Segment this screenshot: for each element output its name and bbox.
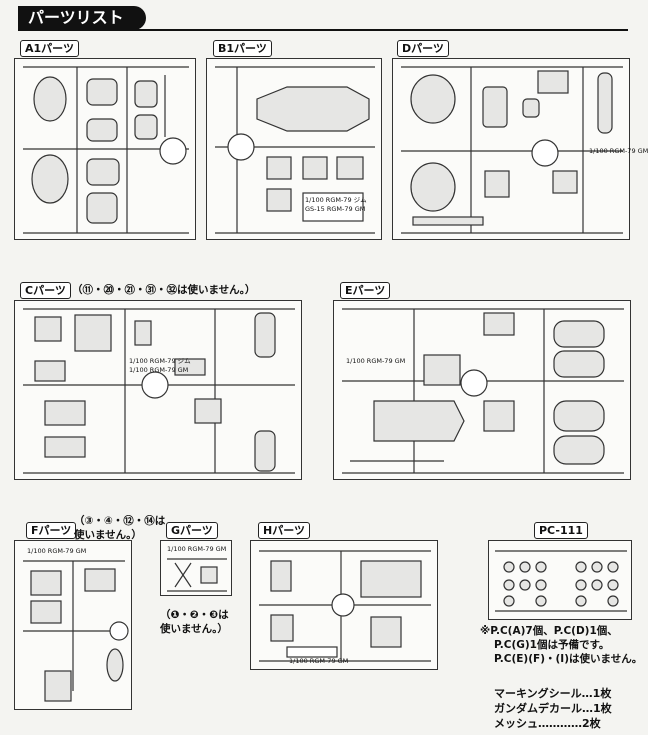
sheet-note-pc-line3: P.C(E)(F)・(I)は使いません。: [494, 653, 643, 665]
sheet-label-a1: A1パーツ: [20, 40, 79, 57]
accessory-name: マーキングシール…: [494, 687, 593, 700]
sheet-label-c: Cパーツ: [20, 282, 71, 299]
sheet-label-h: Hパーツ: [258, 522, 310, 539]
accessory-name: メッシュ…………: [494, 717, 582, 730]
runner-e-drawing: [342, 308, 624, 474]
sheet-note-pc-line2: P.C(G)1個は予備です。: [494, 639, 610, 651]
plate-text-c-2: 1/100 RGM-79 GM: [129, 366, 189, 374]
sheet-label-f: Fパーツ: [26, 522, 77, 539]
plate-text-b1-2: GS-15 RGM-79 GM: [305, 205, 366, 213]
runner-f: 1/100 RGM-79 GM: [14, 540, 132, 710]
plate-text-g: 1/100 RGM-79 GM: [167, 545, 227, 553]
runner-e: 1/100 RGM-79 GM: [333, 300, 631, 480]
sheet-label-e: Eパーツ: [340, 282, 391, 299]
runner-d: 1/100 RGM-79 GM: [392, 58, 648, 240]
accessory-qty: 2枚: [582, 717, 601, 730]
sheet-note-g: （❶・❷・❸は 使いません。）: [160, 608, 229, 636]
runner-h: 1/100 RGM-79 GM: [250, 540, 438, 670]
sheet-label-b1: B1パーツ: [213, 40, 272, 57]
runner-a1-drawing: [23, 66, 189, 234]
sheet-label-g: Gパーツ: [166, 522, 218, 539]
runner-c-drawing: [23, 308, 295, 474]
runner-b1-drawing: [215, 66, 375, 234]
accessory-item: メッシュ…………2枚: [494, 716, 612, 731]
runner-c: 1/100 RGM-79 ジム 1/100 RGM-79 GM: [14, 300, 302, 480]
runner-pc-drawing: [495, 550, 627, 612]
plate-text-b1-1: 1/100 RGM-79 ジム: [305, 196, 367, 204]
runner-g-drawing: [167, 558, 227, 592]
accessory-qty: 1枚: [592, 687, 612, 700]
sheet-note-g-line2: 使いません。）: [160, 623, 228, 635]
sheet-note-f: （③・④・⑫・⑭は 使いません。）: [74, 514, 165, 542]
plate-text-e: 1/100 RGM-79 GM: [346, 357, 406, 365]
plate-text-h: 1/100 RGM-79 GM: [289, 657, 349, 665]
sheet-label-pc: PC-111: [534, 522, 588, 539]
plate-text-c-1: 1/100 RGM-79 ジム: [129, 357, 191, 365]
accessory-name: ガンダムデカール…: [494, 702, 593, 715]
runner-g: 1/100 RGM-79 GM: [160, 540, 232, 596]
runner-pc: [488, 540, 632, 620]
runner-f-drawing: [23, 560, 129, 702]
accessory-item: マーキングシール…1枚: [494, 686, 612, 701]
runner-b1: 1/100 RGM-79 ジム GS-15 RGM-79 GM: [206, 58, 382, 240]
accessory-list: マーキングシール…1枚 ガンダムデカール…1枚 メッシュ…………2枚: [494, 686, 612, 731]
runner-d-drawing: [401, 66, 623, 234]
plate-text-f: 1/100 RGM-79 GM: [27, 547, 87, 555]
sheet-label-d: Dパーツ: [397, 40, 449, 57]
accessory-item: ガンダムデカール…1枚: [494, 701, 612, 716]
sheet-note-pc-line1: ※P.C(A)7個、P.C(D)1個、: [480, 625, 618, 637]
sheet-note-c: （⑪・⑳・㉑・㉛・㉜は使いません。）: [72, 284, 256, 296]
plate-text-d: 1/100 RGM-79 GM: [589, 147, 648, 155]
sheet-note-g-line1: （❶・❷・❸は: [160, 609, 229, 621]
runner-h-drawing: [259, 550, 431, 662]
page-title: パーツリスト: [18, 6, 146, 30]
sheet-note-pc: ※P.C(A)7個、P.C(D)1個、 P.C(G)1個は予備です。 P.C(E…: [480, 624, 642, 666]
title-underline: [18, 29, 628, 31]
sheet-note-f-line2: 使いません。）: [74, 529, 142, 541]
sheet-note-f-line1: （③・④・⑫・⑭は: [74, 515, 166, 527]
runner-a1: [14, 58, 196, 240]
accessory-qty: 1枚: [593, 702, 612, 715]
